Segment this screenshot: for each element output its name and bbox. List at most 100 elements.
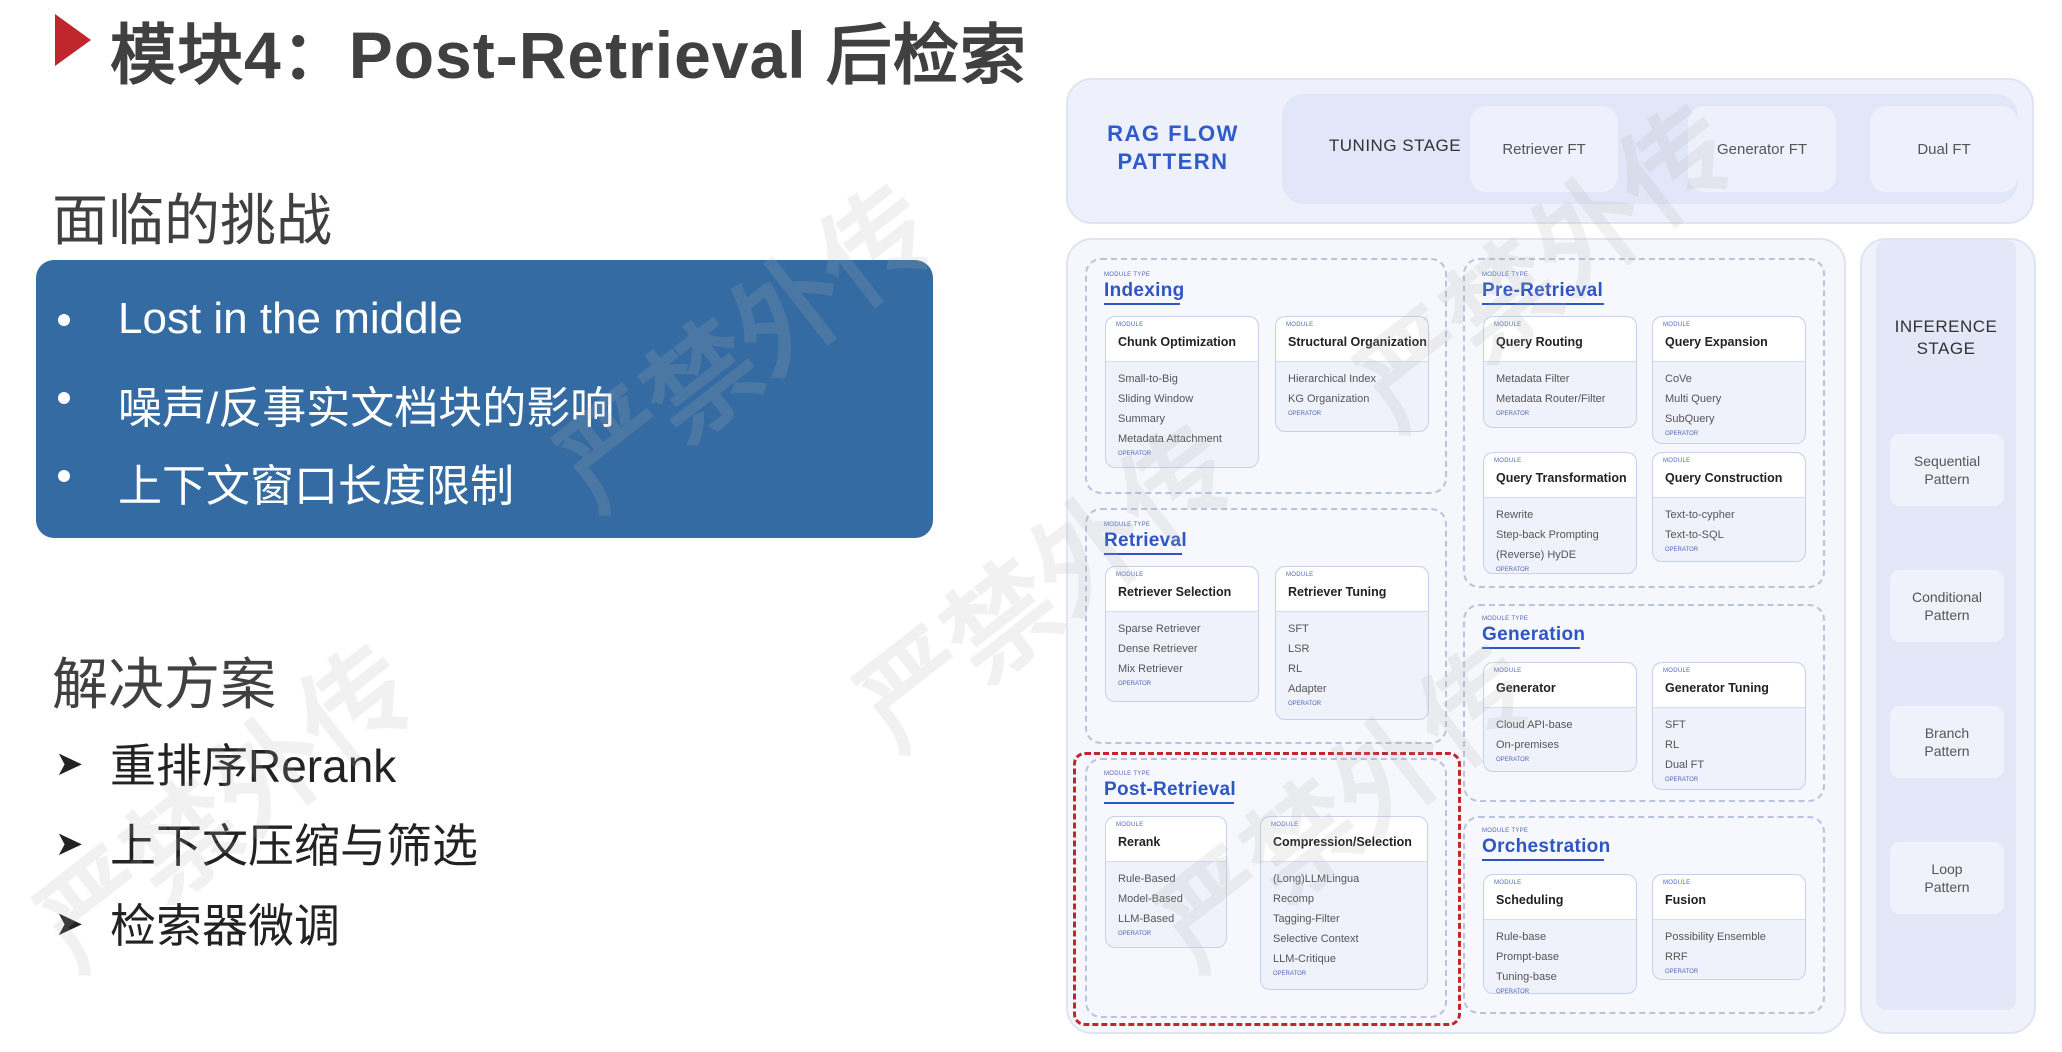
module-name: Retriever Tuning: [1288, 585, 1387, 599]
label-line: STAGE: [1916, 339, 1976, 358]
operator-tag: OPERATOR: [1118, 681, 1152, 687]
label-line: Pattern: [1924, 879, 1970, 895]
module-type-tag: MODULE TYPE: [1482, 616, 1529, 622]
retrieval-title: Retrieval: [1104, 530, 1187, 551]
module-item: RL: [1665, 739, 1680, 751]
solution-text: 检索器微调: [110, 900, 340, 952]
module-item: Text-to-cypher: [1665, 509, 1735, 521]
module-name: Query Construction: [1665, 471, 1783, 485]
module-type-tag: MODULE TYPE: [1482, 272, 1529, 278]
post-retrieval-highlight: [1073, 752, 1461, 1026]
solution-heading: 解决方案: [52, 653, 276, 716]
generator-ft-box: Generator FT: [1688, 106, 1836, 192]
pre-retrieval-title: Pre-Retrieval: [1482, 280, 1604, 301]
module-item: On-premises: [1496, 739, 1559, 751]
module-tag: MODULE: [1286, 572, 1314, 578]
operator-tag: OPERATOR: [1496, 411, 1530, 417]
module-tag: MODULE: [1116, 572, 1144, 578]
module-type-tag: MODULE TYPE: [1482, 828, 1529, 834]
module-header: MODULE Query Expansion: [1653, 317, 1805, 362]
module-name: Generator Tuning: [1665, 681, 1769, 695]
module-tag: MODULE: [1494, 880, 1522, 886]
dual-ft-box: Dual FT: [1870, 106, 2018, 192]
module-item: Model-Based: [1118, 893, 1183, 905]
module-header: MODULE Generator Tuning: [1653, 663, 1805, 708]
challenge-text: 上下文窗口长度限制: [118, 462, 514, 511]
title-underline: [1104, 802, 1234, 804]
operator-tag: OPERATOR: [1496, 989, 1530, 995]
module-item: Multi Query: [1665, 393, 1722, 405]
operator-tag: OPERATOR: [1273, 971, 1307, 977]
module-item: Metadata Attachment: [1118, 433, 1222, 445]
module-name: Query Routing: [1496, 335, 1583, 349]
title-underline: [1482, 647, 1580, 649]
module-item: SubQuery: [1665, 413, 1715, 425]
module-tag: MODULE: [1494, 458, 1522, 464]
bullet-icon: [58, 392, 70, 404]
arrow-bullet-icon: ➤: [55, 825, 84, 863]
module-item: Mix Retriever: [1118, 663, 1183, 675]
module-name: Query Expansion: [1665, 335, 1768, 349]
arrow-bullet-icon: ➤: [55, 905, 84, 943]
label-line: Branch: [1924, 725, 1970, 741]
module-item: (Reverse) HyDE: [1496, 549, 1577, 561]
module-item: Metadata Router/Filter: [1496, 393, 1606, 405]
module-tag: MODULE: [1663, 668, 1691, 674]
operator-tag: OPERATOR: [1665, 431, 1699, 437]
challenge-text: Lost in the middle: [118, 294, 463, 343]
module-header: MODULE Retriever Tuning: [1276, 567, 1428, 612]
label-line: Sequential: [1913, 453, 1981, 469]
module-item: Sliding Window: [1118, 393, 1194, 405]
module-item: Text-to-SQL: [1665, 529, 1724, 541]
module-item: Small-to-Big: [1118, 373, 1178, 385]
module-item: Prompt-base: [1496, 951, 1559, 963]
module-item: LSR: [1288, 643, 1310, 655]
arrow-bullet-icon: ➤: [55, 745, 84, 783]
retriever-ft-box: Retriever FT: [1470, 106, 1618, 192]
module-tag: MODULE: [1663, 322, 1691, 328]
module-name: Compression/Selection: [1273, 835, 1412, 849]
bullet-icon: [58, 470, 70, 482]
generation-title: Generation: [1482, 624, 1586, 645]
challenge-item: 噪声/反事实文档块的影响: [36, 370, 933, 433]
module-name: Chunk Optimization: [1118, 335, 1237, 349]
label-line: Pattern: [1924, 607, 1970, 623]
module-item: Hierarchical Index: [1288, 373, 1377, 385]
module-tag: MODULE: [1116, 322, 1144, 328]
module-type-tag: MODULE TYPE: [1104, 522, 1151, 528]
module-item: Rule-base: [1496, 931, 1547, 943]
operator-tag: OPERATOR: [1496, 567, 1530, 573]
solution-text: 上下文压缩与筛选: [110, 820, 478, 872]
operator-tag: OPERATOR: [1288, 411, 1322, 417]
module-tag: MODULE: [1494, 668, 1522, 674]
bullet-icon: [58, 314, 70, 326]
module-item: SFT: [1288, 623, 1309, 635]
module-item: Rule-Based: [1118, 873, 1176, 885]
module-item: Metadata Filter: [1496, 373, 1570, 385]
module-item: Cloud API-base: [1496, 719, 1573, 731]
challenge-text: 噪声/反事实文档块的影响: [118, 384, 615, 433]
module-name: Rerank: [1118, 835, 1161, 849]
tuning-stage-label: TUNING STAGE: [1328, 136, 1462, 155]
